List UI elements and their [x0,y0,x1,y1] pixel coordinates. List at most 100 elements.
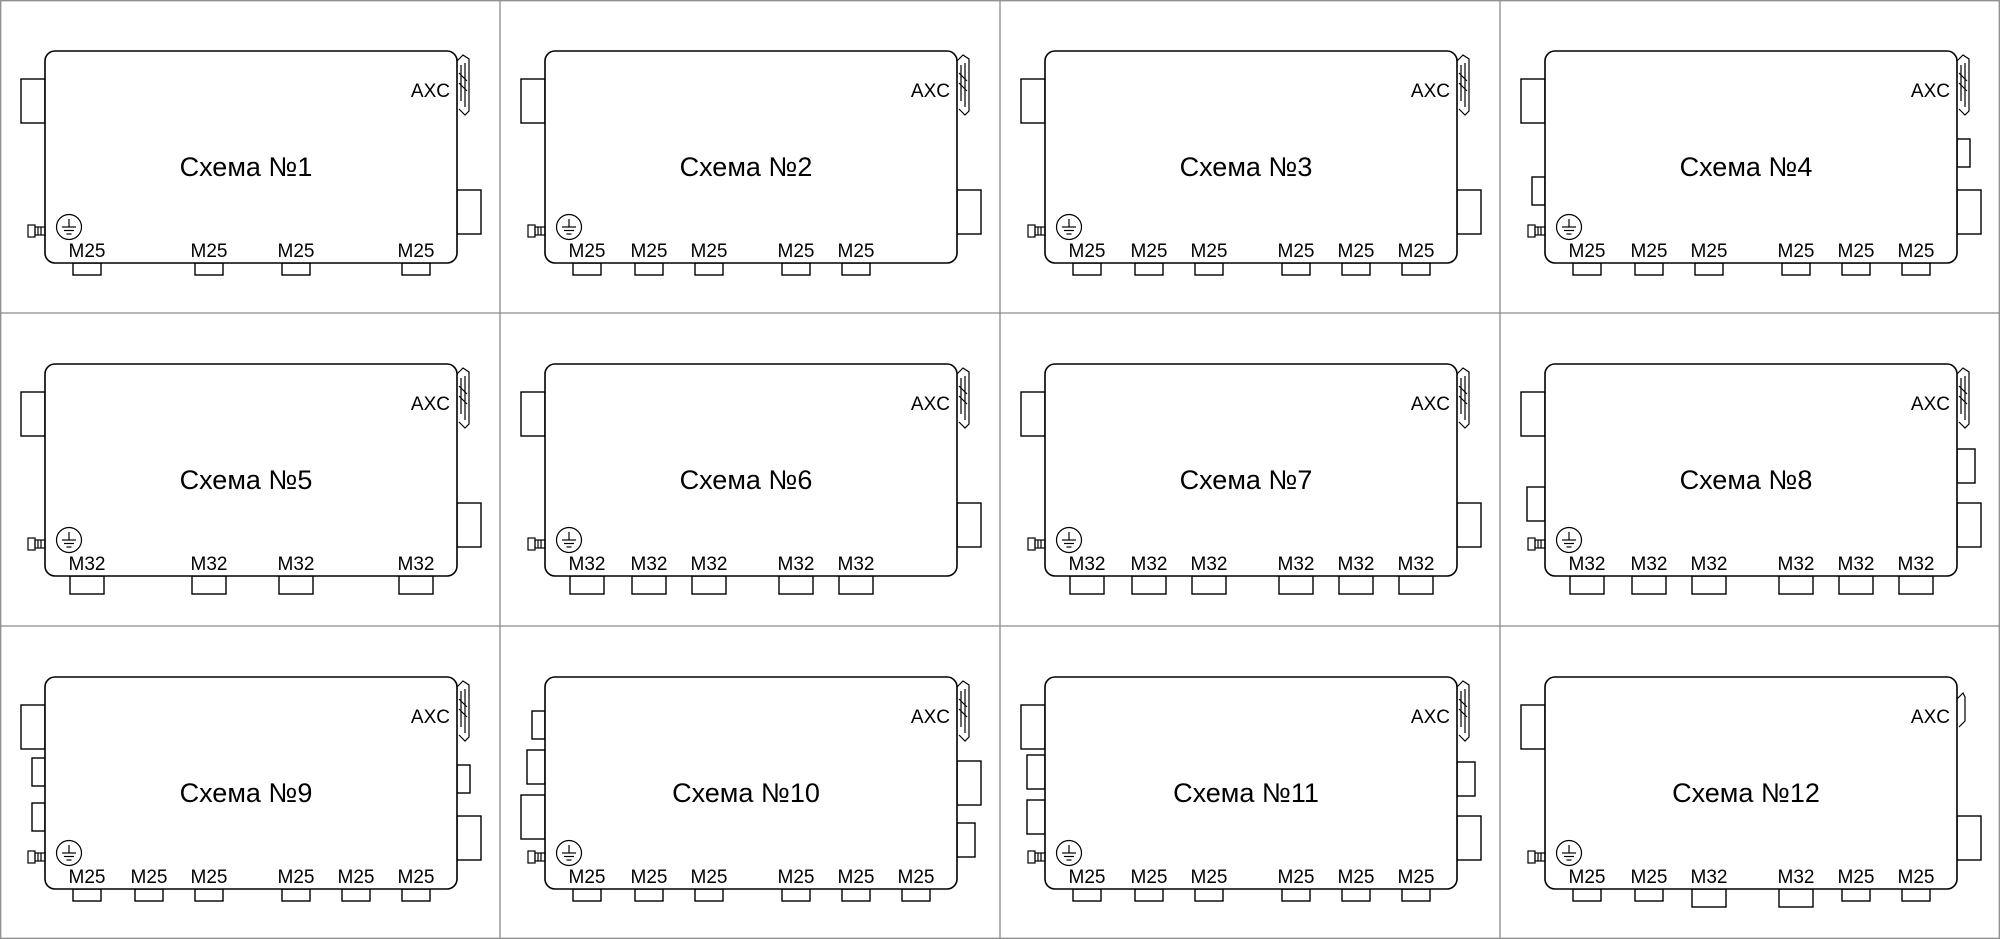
scheme-title: Схема №1 [180,152,313,182]
bottom-gland-port [1841,888,1871,902]
bottom-gland-label: M32 [1131,554,1168,575]
bottom-gland-label: M25 [1631,241,1668,262]
bottom-gland-label: M32 [69,554,106,575]
right-gland-port [1956,189,1982,235]
bottom-gland-label: M32 [631,554,668,575]
bottom-gland-port [194,888,224,902]
ground-icon [55,213,83,241]
ground-bolt-icon [527,224,546,238]
right-gland-port [456,189,482,235]
axc-holder-icon [1956,691,1966,728]
bottom-gland-label: M25 [1131,241,1168,262]
left-gland-port [520,794,546,840]
axc-label: AXC [911,394,950,415]
bottom-gland-port [1691,575,1727,595]
axc-label: AXC [1411,707,1450,728]
axc-label: AXC [411,707,450,728]
bottom-gland-port [778,575,814,595]
scheme-title: Схема №11 [1173,778,1319,808]
bottom-gland-label: M25 [691,241,728,262]
scheme-cells: M42M42M25M25M25M25Схема №1AXCM42M42M25M2… [20,50,1982,908]
bottom-gland-label: M25 [1398,867,1435,888]
bottom-gland-port [1191,575,1227,595]
scheme-title: Схема №4 [1680,152,1813,182]
bottom-gland-label: M32 [838,554,875,575]
left-gland-port [20,78,46,124]
bottom-gland-label: M32 [1691,554,1728,575]
bottom-gland-label: M25 [1278,867,1315,888]
bottom-gland-port [72,262,102,276]
left-gland-port [1020,78,1046,124]
right-gland-port [456,815,482,861]
bottom-gland-port [1194,888,1224,902]
right-gland-port [1456,815,1482,861]
right-gland-port [1956,815,1982,861]
ground-bolt-icon [27,850,46,864]
junction-box [1044,50,1458,264]
right-gland-port [456,764,471,794]
bottom-gland-label: M32 [1898,554,1935,575]
bottom-gland-port [1134,888,1164,902]
ground-bolt-icon [1527,850,1546,864]
bottom-gland-port [1572,262,1602,276]
bottom-gland-label: M25 [1131,867,1168,888]
bottom-gland-label: M25 [69,241,106,262]
bottom-gland-port [1341,262,1371,276]
left-gland-port [531,710,546,740]
ground-icon [1555,839,1583,867]
bottom-gland-port [1281,262,1311,276]
bottom-gland-label: M25 [1631,867,1668,888]
junction-box [44,363,458,577]
bottom-gland-label: M25 [278,241,315,262]
ground-bolt-icon [527,537,546,551]
left-gland-port [526,749,546,785]
axc-holder-icon [956,367,970,429]
bottom-gland-port [1281,888,1311,902]
ground-icon [1055,839,1083,867]
bottom-gland-port [1781,262,1811,276]
bottom-gland-label: M32 [278,554,315,575]
bottom-gland-label: M32 [778,554,815,575]
ground-icon [555,213,583,241]
axc-label: AXC [411,394,450,415]
junction-box [1544,50,1958,264]
bottom-gland-port [1631,575,1667,595]
axc-label: AXC [911,81,950,102]
axc-label: AXC [411,81,450,102]
bottom-gland-port [781,262,811,276]
bottom-gland-label: M25 [778,241,815,262]
bottom-gland-port [134,888,164,902]
axc-holder-icon [1956,367,1970,429]
bottom-gland-label: M25 [1778,241,1815,262]
scheme-title: Схема №9 [180,778,313,808]
junction-box [44,50,458,264]
bottom-gland-port [341,888,371,902]
ground-bolt-icon [27,537,46,551]
bottom-gland-port [694,888,724,902]
right-gland-port [1956,502,1982,548]
bottom-gland-label: M25 [1838,867,1875,888]
bottom-gland-label: M32 [191,554,228,575]
bottom-gland-label: M25 [1278,241,1315,262]
bottom-gland-port [1278,575,1314,595]
right-gland-port [1456,761,1476,797]
axc-holder-icon [456,54,470,116]
bottom-gland-port [1131,575,1167,595]
bottom-gland-port [401,888,431,902]
right-gland-port [956,760,982,806]
axc-holder-icon [956,680,970,742]
bottom-gland-port [694,262,724,276]
bottom-gland-port [281,888,311,902]
scheme-title: Схема №6 [680,465,813,495]
bottom-gland-port [838,575,874,595]
bottom-gland-label: M25 [69,867,106,888]
bottom-gland-port [1401,262,1431,276]
ground-icon [1555,526,1583,554]
junction-box [1544,363,1958,577]
bottom-gland-label: M25 [838,241,875,262]
junction-box [1044,363,1458,577]
bottom-gland-label: M25 [1898,867,1935,888]
